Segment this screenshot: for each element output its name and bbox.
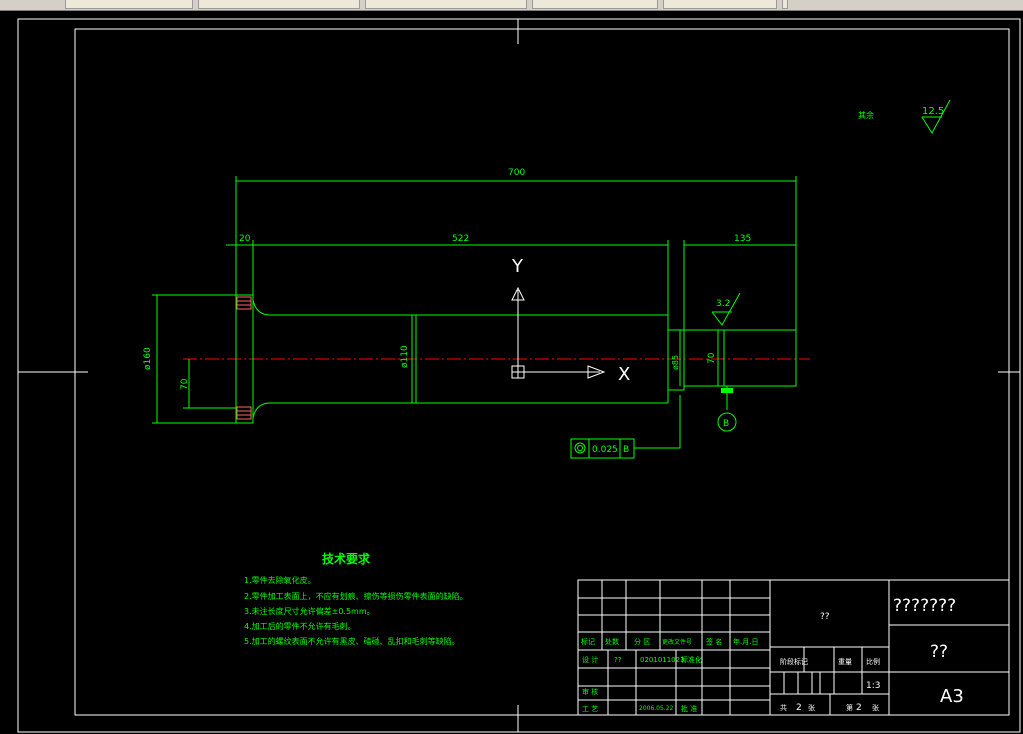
tb-sheet-size: A3 [940,686,964,707]
tolerance-value: 0.025 [592,445,618,455]
tb-header-zone: 分 区 [634,637,650,646]
dim-total-length: 700 [508,168,525,178]
concentricity-icon [574,442,586,454]
tb-company: ??????? [893,596,956,616]
ucs-x-label: X [618,364,630,385]
dim-body-length: 522 [452,234,469,244]
dim-flange-diameter: ø160 [143,347,153,370]
dim-neck-diameter: ø85 [671,355,680,370]
tb-total-count: 2 [796,703,802,713]
dim-flange-width: 20 [239,234,251,244]
tb-header-date: 年.月.日 [733,637,758,646]
cad-drawing-canvas[interactable]: 其余 12.5 [0,10,1023,734]
roughness-corner-label: 其余 [858,110,874,120]
tb-total-label: 共 [780,703,787,712]
dim-end-length: 135 [734,234,751,244]
tb-center-title: ?? [820,612,830,622]
tb-craft-date: 2006.05.22 [639,705,674,712]
tb-header-mark: 标记 [581,637,595,646]
taskbar-tab-2[interactable] [198,0,360,9]
tolerance-datum: B [623,445,629,455]
tb-header-doc: 更改文件号 [662,638,692,646]
tb-design-id: 0201011023 [640,656,685,664]
tb-design-std: 标准化 [681,655,702,664]
notes-title: 技术要求 [322,551,371,566]
tb-stage-label: 阶段标记 [780,657,808,666]
tb-header-sign: 签 名 [706,637,722,646]
tb-row-craft: 工 艺 [582,705,598,713]
tb-scale-label: 比例 [866,657,880,666]
extension-lines [152,176,797,424]
tb-row-review: 审 核 [582,687,598,696]
dimension-lines [156,180,796,423]
outer-frame [17,18,1021,733]
note-3: 3.未注长度尺寸允许偏差±0.5mm。 [244,606,375,616]
roughness-corner-symbol [921,99,951,134]
tb-scale-value: 1:3 [866,681,880,691]
datum-circle [717,412,737,432]
taskbar-tab-5[interactable] [663,0,777,9]
datum-label: B [723,419,729,429]
note-1: 1.零件去除氧化皮。 [244,575,316,585]
shaft-outline [235,294,797,424]
tb-weight-label: 重量 [838,658,852,666]
roughness-corner-value: 12.5 [922,106,944,117]
note-5: 5.加工的螺纹表面不允许有黑皮、磕碰、乱扣和毛刺等缺陷。 [244,636,460,646]
tb-sheet-label: 第 [846,703,853,712]
note-2: 2.零件加工表面上，不应有划痕、擦伤等损伤零件表面的缺陷。 [244,591,468,601]
tb-part-name: ?? [930,642,948,662]
ucs-icon: Y X [511,256,630,385]
taskbar-tab-6[interactable] [782,0,788,9]
dim-body-diameter: ø110 [400,345,410,368]
tb-row-design: 设 计 [582,655,598,664]
note-4: 4.加工后的零件不允许有毛刺。 [244,621,356,631]
dim-bolt-offset: 70 [180,378,190,390]
tb-total-unit: 张 [808,703,815,712]
taskbar-tab-1[interactable] [65,0,193,9]
title-block: 标记 处数 分 区 更改文件号 签 名 年.月.日 设 计 ?? 0201011… [577,579,1010,716]
taskbar-tab-3[interactable] [365,0,527,9]
tb-header-count: 处数 [605,637,619,646]
tb-sheet-unit: 张 [872,703,879,712]
roughness-surface-value: 3.2 [716,299,730,309]
window-taskbar [0,0,1023,11]
tb-sheet-number: 2 [856,703,862,713]
taskbar-tab-4[interactable] [532,0,658,9]
dim-end-height: 70 [707,352,717,364]
tb-design-name: ?? [614,656,622,664]
roughness-surface-symbol [711,292,741,326]
tb-approve: 批 准 [681,704,697,713]
ucs-y-label: Y [511,256,524,277]
datum-triangle [721,388,733,393]
tolerance-frame: 0.025 B [570,395,681,459]
